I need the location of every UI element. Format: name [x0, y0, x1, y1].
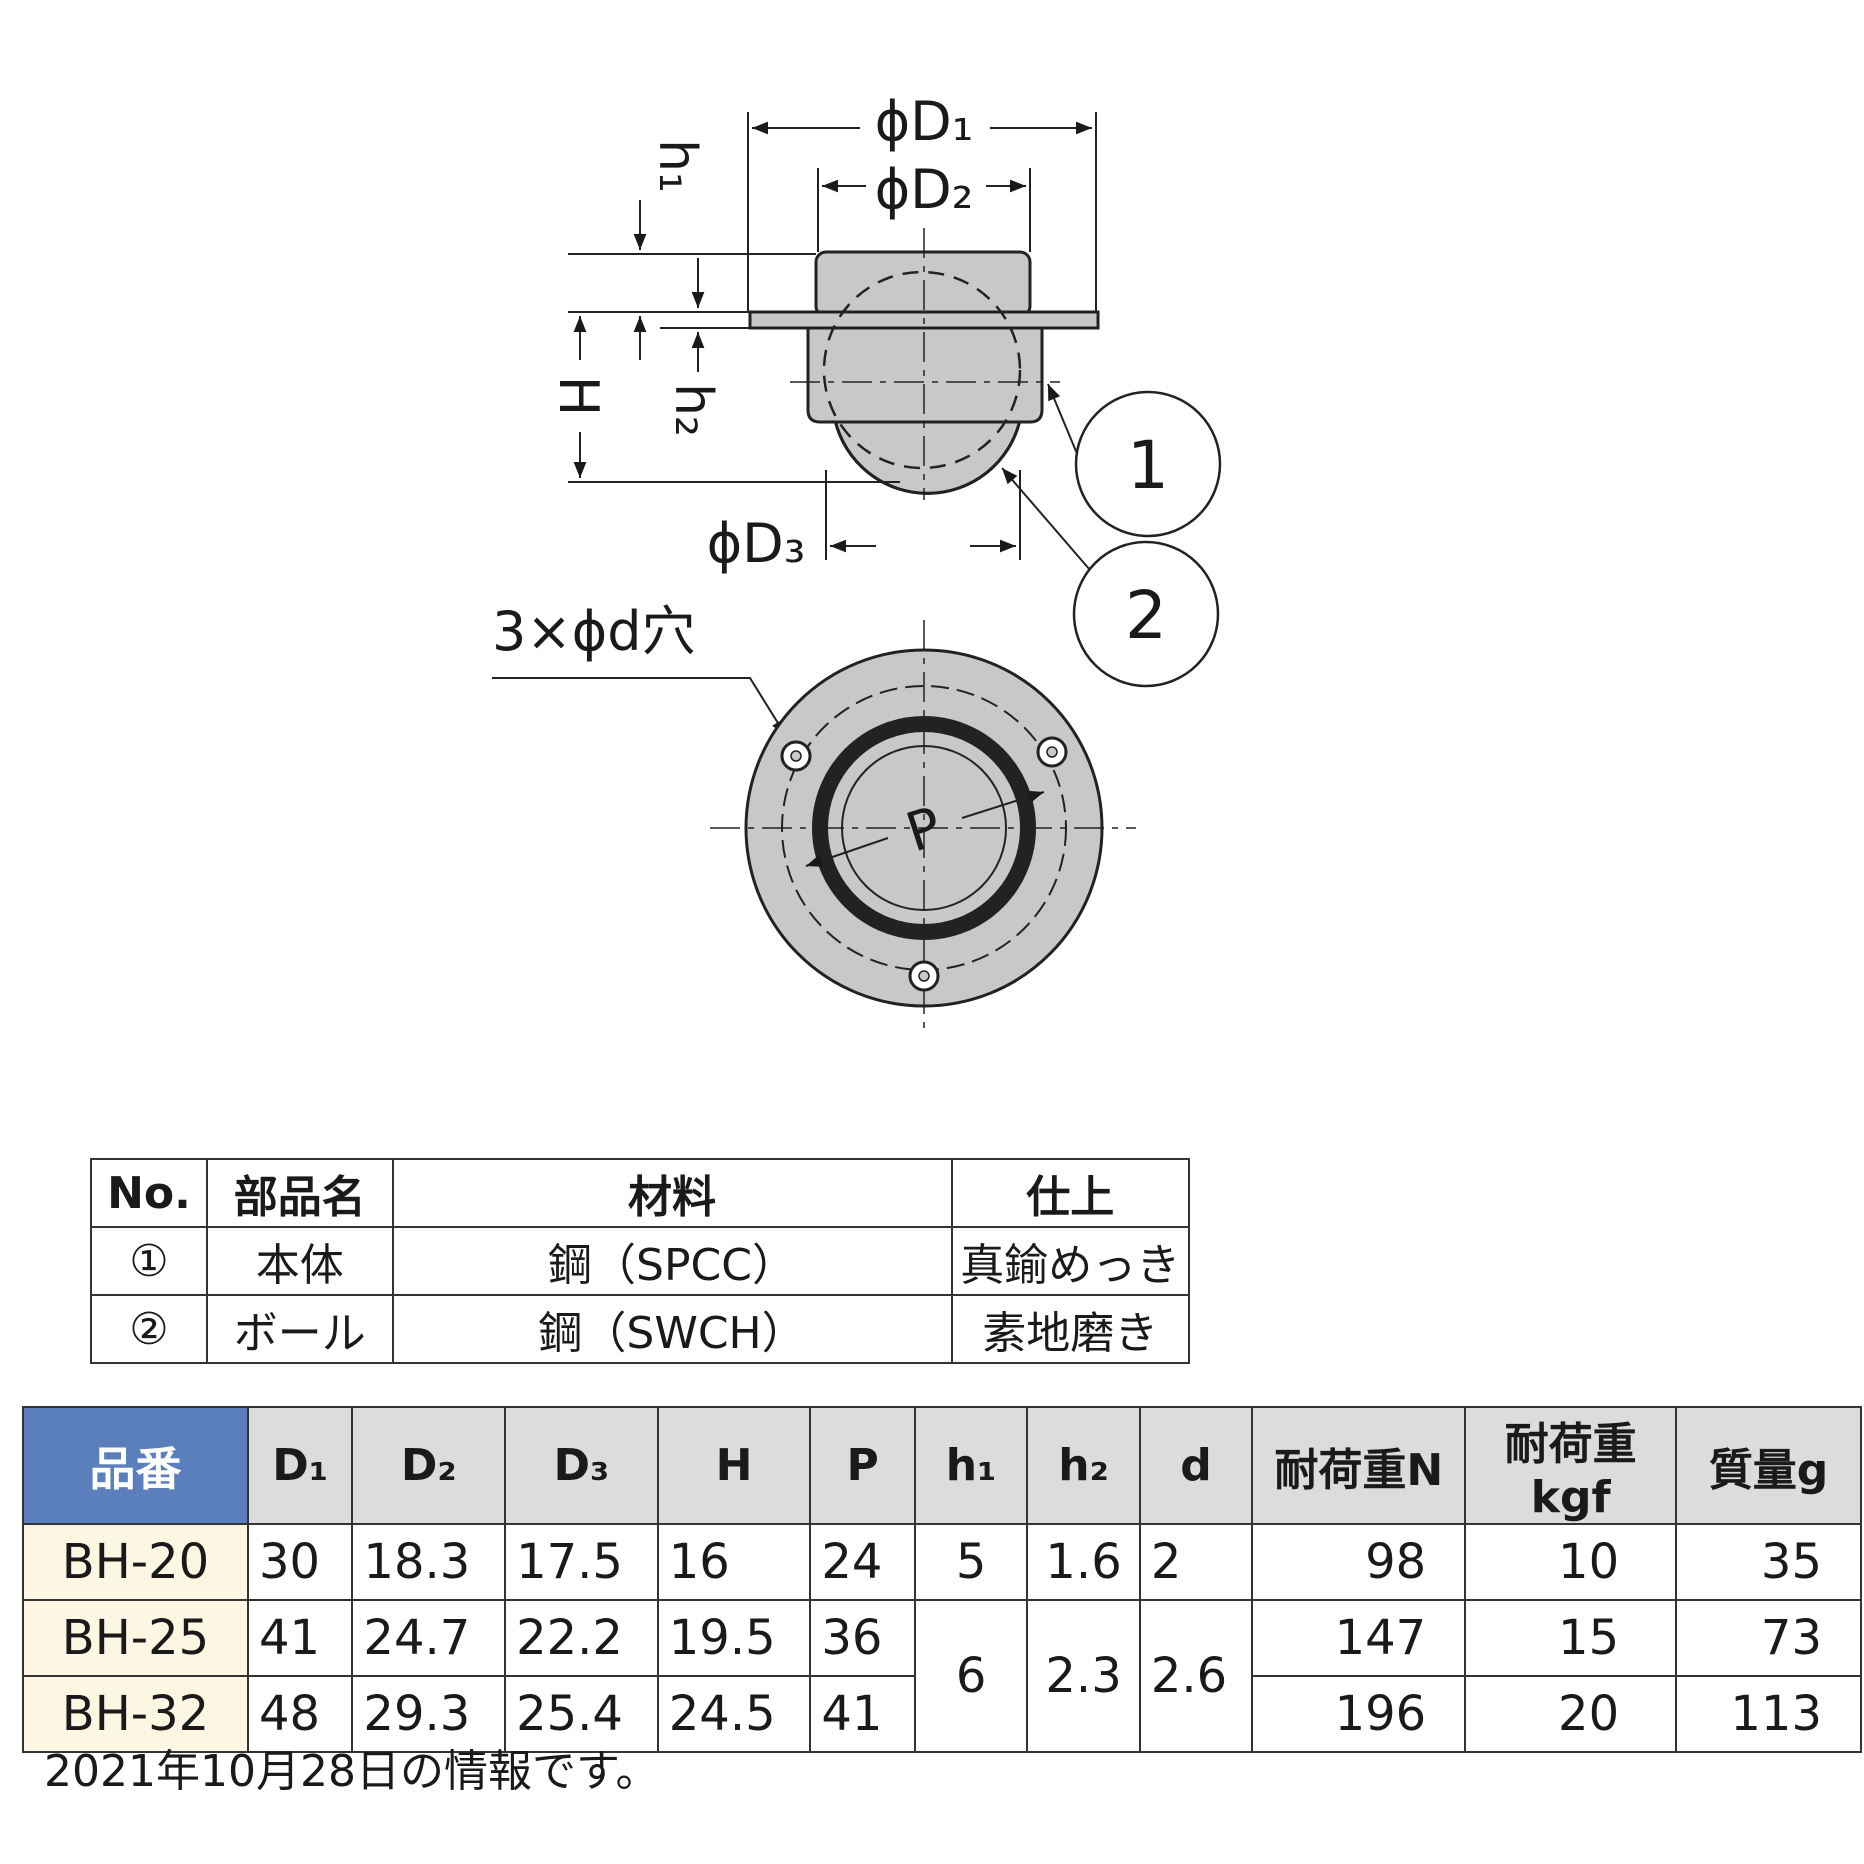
model-cell: BH-20 [22, 1523, 249, 1601]
cell-d: 2 [1138, 1523, 1254, 1601]
side-view [748, 228, 1100, 500]
cell-load-kgf: 10 [1464, 1523, 1678, 1601]
cell-h1: 5 [913, 1523, 1029, 1601]
label-h2: h₂ [663, 383, 723, 437]
cell-load-kgf: 15 [1464, 1599, 1678, 1677]
header-h1: h₁ [913, 1406, 1029, 1525]
callout-1-label: 1 [1127, 427, 1169, 504]
cell-load-n: 196 [1251, 1675, 1467, 1753]
header-load-n: 耐荷重N [1251, 1406, 1467, 1525]
cell-h2: 1.6 [1026, 1523, 1141, 1601]
cell-load-n: 98 [1251, 1523, 1467, 1601]
part-no: ② [90, 1294, 208, 1364]
cell-d2: 29.3 [351, 1675, 507, 1753]
label-h1: h₁ [647, 139, 707, 193]
cell-p: 36 [809, 1599, 916, 1677]
cell-d3: 25.4 [504, 1675, 659, 1753]
part-finish: 真鍮めっき [950, 1226, 1191, 1296]
lower-housing [806, 326, 1044, 424]
cell-d2: 24.7 [351, 1599, 507, 1677]
cell-mass: 35 [1675, 1523, 1862, 1601]
cell-h2-shared: 2.3 [1026, 1599, 1141, 1753]
cell-h: 24.5 [656, 1675, 812, 1753]
cell-h: 19.5 [656, 1599, 812, 1677]
header-h2: h₂ [1026, 1406, 1141, 1525]
part-name: ボール [205, 1294, 394, 1364]
parts-header-material: 材料 [391, 1158, 953, 1228]
callout-2-label: 2 [1125, 577, 1167, 654]
table-row: BH-20 30 18.3 17.5 16 24 5 1.6 2 98 10 3… [22, 1523, 1862, 1601]
header-model: 品番 [22, 1406, 249, 1525]
cell-mass: 73 [1675, 1599, 1862, 1677]
part-material: 鋼（SWCH） [391, 1294, 953, 1364]
header-load-kgf: 耐荷重kgf [1464, 1406, 1678, 1525]
cell-load-kgf: 20 [1464, 1675, 1678, 1753]
technical-drawing: ϕD₁ ϕD₂ ϕD₃ h₁ h₂ H P 3×ϕd穴 1 2 [492, 90, 1222, 1034]
header-d3: D₃ [504, 1406, 659, 1525]
cell-d3: 22.2 [504, 1599, 659, 1677]
header-d1: D₁ [246, 1406, 354, 1525]
header-d2: D₂ [351, 1406, 507, 1525]
cell-mass: 113 [1675, 1675, 1862, 1753]
cell-h1-shared: 6 [913, 1599, 1029, 1753]
header-mass: 質量g [1675, 1406, 1862, 1525]
part-no: ① [90, 1226, 208, 1296]
table-row: ② ボール 鋼（SWCH） 素地磨き [90, 1294, 1191, 1364]
callout-1-circle [1074, 390, 1222, 538]
table-row: BH-25 41 24.7 22.2 19.5 36 6 2.3 2.6 147… [22, 1599, 1862, 1753]
callouts [1072, 390, 1222, 688]
cell-d2: 18.3 [351, 1523, 507, 1601]
header-p: P [809, 1406, 916, 1525]
label-d1: ϕD₁ [875, 90, 974, 153]
cell-d1: 30 [246, 1523, 354, 1601]
info-date-note: 2021年10月28日の情報です。 [44, 1746, 660, 1797]
label-holes: 3×ϕd穴 [492, 600, 696, 663]
label-d3: ϕD₃ [707, 512, 806, 575]
header-h: H [656, 1406, 812, 1525]
label-h: H [547, 376, 610, 417]
parts-header-name: 部品名 [205, 1158, 394, 1228]
parts-header-finish: 仕上 [950, 1158, 1191, 1228]
cell-d3: 17.5 [504, 1523, 659, 1601]
dimension-lines [492, 112, 1097, 737]
cell-d-shared: 2.6 [1138, 1599, 1254, 1753]
parts-header-no: No. [90, 1158, 208, 1228]
model-cell: BH-25 [22, 1599, 249, 1677]
part-material: 鋼（SPCC） [391, 1226, 953, 1296]
header-d: d [1138, 1406, 1254, 1525]
parts-table: No. 部品名 材料 仕上 ① 本体 鋼（SPCC） 真鍮めっき ② ボール 鋼… [90, 1158, 1191, 1364]
table-row: ① 本体 鋼（SPCC） 真鍮めっき [90, 1226, 1191, 1296]
part-finish: 素地磨き [950, 1294, 1191, 1364]
table-row: BH-32 48 29.3 25.4 24.5 41 196 20 113 [22, 1675, 1862, 1753]
cell-d1: 48 [246, 1675, 354, 1753]
spec-table: 品番 D₁ D₂ D₃ H P h₁ h₂ d 耐荷重N 耐荷重kgf 質量g … [22, 1406, 1862, 1753]
callout-2-circle [1072, 540, 1220, 688]
part-name: 本体 [205, 1226, 394, 1296]
cell-h: 16 [656, 1523, 812, 1601]
cell-load-n: 147 [1251, 1599, 1467, 1677]
cell-d1: 41 [246, 1599, 354, 1677]
cell-p: 41 [809, 1675, 916, 1753]
top-view [710, 620, 1136, 1034]
label-d2: ϕD₂ [875, 158, 974, 221]
model-cell: BH-32 [22, 1675, 249, 1753]
cell-p: 24 [809, 1523, 916, 1601]
